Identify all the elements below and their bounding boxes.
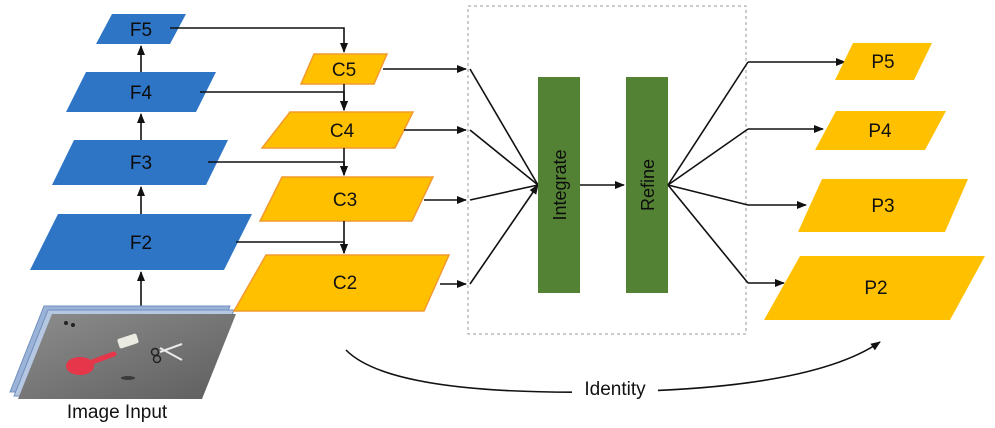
paddle-shape: [66, 357, 94, 375]
input-image: [18, 314, 236, 399]
label-p3: P3: [871, 196, 894, 217]
identity-label: Identity: [584, 379, 646, 400]
output-p5: [835, 43, 932, 80]
label-f5: F5: [130, 20, 152, 41]
lateral-c2: [232, 254, 451, 312]
diverging-lines: [667, 61, 749, 284]
integrate-label: Integrate: [550, 149, 570, 220]
backbone-f4: [66, 72, 216, 112]
output-p4: [815, 111, 946, 150]
refine-label: Refine: [638, 159, 658, 211]
label-p5: P5: [871, 52, 894, 73]
backbone-f3: [52, 140, 228, 185]
c-to-fusion-arrows: [383, 65, 467, 288]
backbone-stack: F5 F4 F3 F2: [30, 14, 252, 270]
label-f3: F3: [130, 153, 152, 174]
lateral-c5: [299, 53, 389, 85]
fusion-dashed-box: [467, 5, 747, 335]
label-f2: F2: [130, 233, 152, 254]
label-c3: C3: [333, 190, 357, 211]
backbone-f2: [30, 214, 252, 270]
image-input-stack: [9, 305, 236, 399]
output-arrows: [748, 58, 846, 287]
output-p2: [764, 256, 985, 320]
output-stack: P5 P4 P3 P2: [764, 43, 985, 320]
refine-block: [626, 77, 668, 293]
integrate-block: [538, 77, 580, 293]
lateral-connections: [170, 27, 348, 254]
scissors-shape: [159, 343, 183, 361]
lateral-c4: [260, 111, 415, 149]
label-f4: F4: [130, 83, 153, 104]
lateral-stack: C5 C4 C3 C2: [232, 53, 451, 312]
identity-label-bg: [572, 374, 658, 400]
label-p4: P4: [868, 121, 892, 142]
output-p3: [798, 179, 968, 232]
backbone-f5: [96, 14, 186, 44]
image-input-label: Image Input: [67, 402, 168, 423]
lateral-c3: [258, 176, 435, 222]
converging-lines: [469, 68, 539, 285]
label-c4: C4: [330, 121, 355, 142]
label-c5: C5: [332, 60, 356, 81]
eraser-shape: [117, 333, 139, 349]
label-p2: P2: [864, 278, 887, 299]
label-c2: C2: [333, 273, 357, 294]
